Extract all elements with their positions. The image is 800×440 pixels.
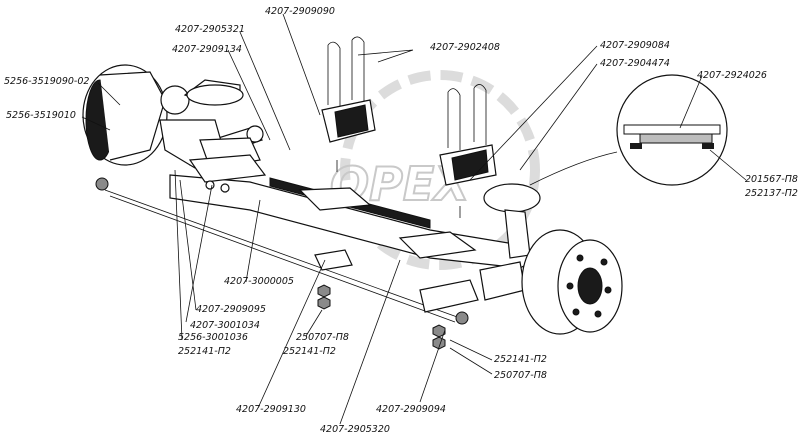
left-brake-drum <box>82 64 168 166</box>
label-4207-2924026: 4207-2924026 <box>697 70 767 81</box>
label-4207-2909090: 4207-2909090 <box>265 6 335 17</box>
label-4207-2909094: 4207-2909094 <box>376 404 446 415</box>
label-201567-p8: 201567-П8 <box>745 174 798 185</box>
label-4207-2902408: 4207-2902408 <box>430 42 500 53</box>
u-bolts-front <box>321 36 376 172</box>
label-4207-2905320: 4207-2905320 <box>320 424 390 435</box>
left-knuckle <box>159 79 244 169</box>
left-spring-seat <box>188 137 267 193</box>
label-5256-3519090-02: 5256-3519090-02 <box>4 76 89 87</box>
label-4207-2909084: 4207-2909084 <box>600 40 670 51</box>
label-4207-3001034: 4207-3001034 <box>190 320 260 331</box>
small-hardware <box>314 249 446 350</box>
label-4207-2905321: 4207-2905321 <box>175 24 245 35</box>
label-252141-p2-right: 252141-П2 <box>494 354 547 365</box>
leader-lines <box>81 13 747 425</box>
part-labels: 4207-2909090 4207-2905321 4207-2909134 5… <box>4 6 798 435</box>
label-5256-3519010: 5256-3519010 <box>6 110 76 121</box>
label-252141-p2-left: 252141-П2 <box>178 346 231 357</box>
label-5256-3001036: 5256-3001036 <box>178 332 248 343</box>
label-4207-2909095: 4207-2909095 <box>196 304 266 315</box>
tie-rod <box>95 177 469 325</box>
label-252141-p2-mid: 252141-П2 <box>283 346 336 357</box>
label-250707-p8-right: 250707-П8 <box>494 370 547 381</box>
label-252137-p2: 252137-П2 <box>745 188 798 199</box>
u-bolts-rear <box>439 84 497 218</box>
label-4207-2909130: 4207-2909130 <box>236 404 306 415</box>
detail-inset <box>529 74 728 186</box>
label-4207-3000005: 4207-3000005 <box>224 276 294 287</box>
label-250707-p8-left: 250707-П8 <box>296 332 349 343</box>
label-4207-2909134: 4207-2909134 <box>172 44 242 55</box>
label-4207-2904474: 4207-2904474 <box>600 58 670 69</box>
right-knuckle <box>419 183 541 313</box>
right-wheel-hub <box>521 229 623 335</box>
